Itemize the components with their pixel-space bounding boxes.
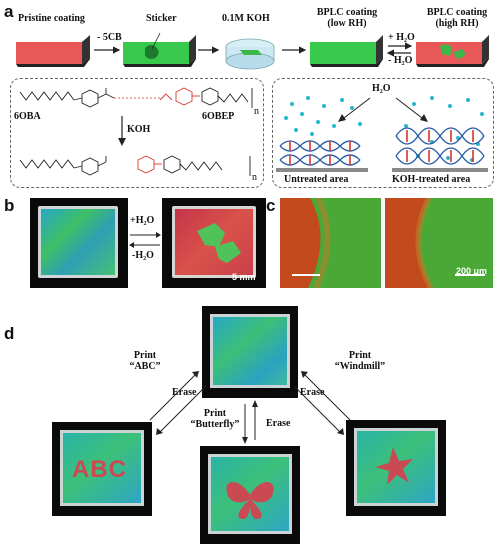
label-print-abc-1: Print — [133, 350, 157, 361]
panel-c-image-right — [385, 198, 493, 288]
chem-label-6obep: 6OBEP — [202, 111, 235, 122]
mechanism-diagram — [276, 96, 488, 172]
panel-b-letter: b — [4, 196, 15, 215]
panel-d-photo-top — [202, 306, 298, 398]
panel-b-scale-label: 5 mm — [232, 272, 256, 282]
label-print-butterfly: Print “Butterfly” — [188, 408, 242, 430]
panel-b-photo-right — [162, 198, 266, 288]
chem-label-koh: KOH — [127, 124, 151, 135]
panel-c-image-left — [280, 198, 381, 288]
panel-d-photo-windmill — [346, 420, 446, 516]
helix-untreated — [279, 140, 361, 166]
label-erase-right: Erase — [300, 387, 325, 398]
label-print-abc-2: “ABC” — [129, 361, 161, 372]
bplc-high-rh-slab — [416, 35, 489, 67]
butterfly-shape — [226, 482, 274, 519]
chemistry-box — [10, 78, 264, 188]
label-pristine: Pristine coating — [18, 13, 85, 24]
bplc-low-rh-slab — [310, 35, 383, 67]
panel-c-scale-label: 200 μm — [456, 266, 488, 276]
panel-b-plus-h2o: +H₂O — [130, 215, 155, 226]
label-print-windmill-1: Print — [348, 350, 372, 361]
panel-b-minus-h2o: -H₂O — [132, 250, 154, 261]
mechanism-box — [272, 78, 494, 188]
rods-treated — [406, 130, 474, 162]
koh-beaker — [225, 38, 275, 70]
label-print-windmill: Print “Windmill” — [330, 350, 390, 372]
label-low-rh-line1: BPLC coating — [316, 7, 378, 18]
label-high-rh-line2: (high RH) — [435, 18, 479, 29]
panel-d-photo-butterfly — [200, 446, 300, 544]
green-coating-with-sticker — [123, 32, 196, 67]
chem-label-6oba: 6OBA — [14, 111, 41, 122]
mechanism-h2o: H₂O — [372, 83, 391, 94]
label-koh-solution: 0.1M KOH — [222, 13, 270, 24]
label-minus-h2o: - H₂O — [388, 55, 413, 66]
abc-printed-text: ABC — [72, 456, 127, 483]
helix-treated — [395, 127, 485, 165]
chem-label-n-lower: n — [252, 172, 257, 183]
panel-b-green-pattern — [197, 223, 241, 263]
label-sticker: Sticker — [146, 13, 177, 24]
label-erase-center: Erase — [266, 418, 291, 429]
chemistry-structures — [19, 87, 253, 176]
mechanism-untreated-label: Untreated area — [284, 174, 349, 185]
water-dots-untreated — [284, 96, 362, 136]
panel-b-photo-left — [30, 198, 128, 288]
panel-c-right-pattern — [385, 198, 434, 288]
panel-c-left-pattern — [308, 198, 381, 288]
windmill-shape — [375, 447, 413, 485]
label-print-butterfly-1: Print — [203, 408, 227, 419]
panel-d-letter: d — [4, 324, 15, 343]
label-print-abc: Print “ABC” — [120, 350, 170, 372]
label-low-rh: BPLC coating (low RH) — [312, 7, 382, 29]
mechanism-treated-label: KOH-treated area — [392, 174, 471, 185]
panel-a-letter: a — [4, 2, 14, 21]
label-low-rh-line2: (low RH) — [327, 18, 367, 29]
label-print-windmill-2: “Windmill” — [334, 361, 386, 372]
label-plus-h2o: + H₂O — [388, 32, 415, 43]
pristine-coating-slab — [16, 35, 90, 67]
panel-b-arrows — [129, 232, 161, 248]
label-minus-5cb: - 5CB — [97, 32, 122, 43]
label-print-butterfly-2: “Butterfly” — [190, 419, 240, 430]
panel-d-photo-abc: ABC — [52, 422, 152, 516]
label-erase-left: Erase — [172, 387, 197, 398]
rods-untreated — [289, 141, 351, 165]
label-high-rh-line1: BPLC coating — [426, 7, 488, 18]
panel-d-arrows — [149, 371, 351, 444]
panel-c-letter: c — [266, 196, 276, 215]
panel-a-top-row — [16, 32, 489, 70]
label-high-rh: BPLC coating (high RH) — [421, 7, 493, 29]
chem-label-n-upper: n — [254, 106, 259, 117]
